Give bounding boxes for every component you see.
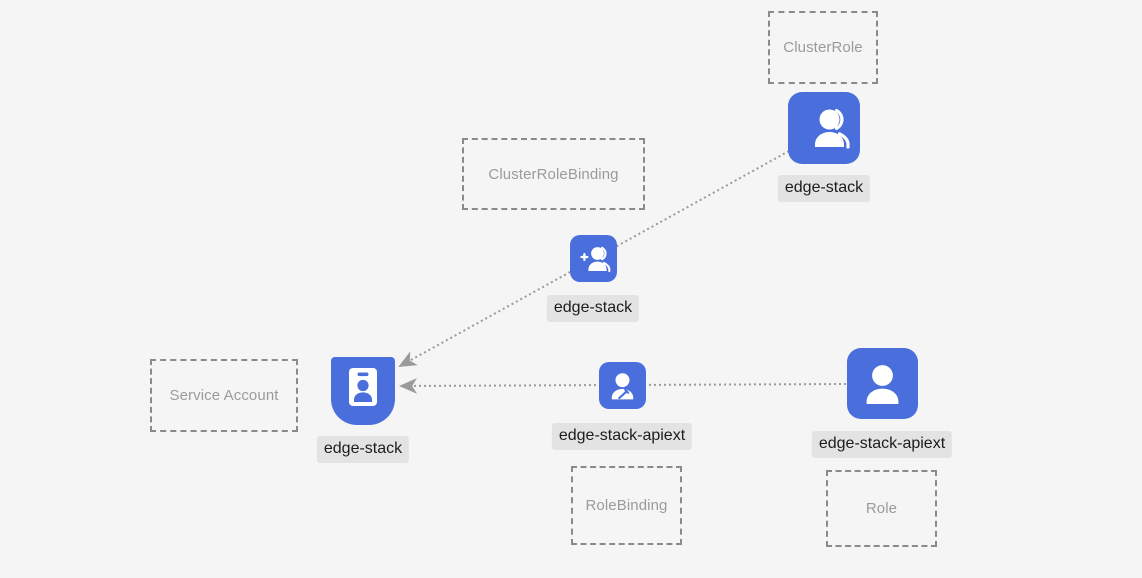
group-label-role: Role [865,500,898,517]
node-label-serviceaccount: edge-stack [316,436,410,463]
group-label-clusterrole: ClusterRole [783,39,863,56]
add-user-icon[interactable] [570,235,617,282]
group-box-serviceaccount: Service Account [150,359,298,432]
group-box-role: Role [826,470,937,547]
group-box-clusterrole: ClusterRole [768,11,878,84]
node-label-rolebinding: edge-stack-apiext [551,423,693,450]
user-edit-icon[interactable] [599,362,646,409]
group-box-clusterrolebinding: ClusterRoleBinding [462,138,645,210]
node-label-clusterrole: edge-stack [777,175,871,202]
group-label-clusterrolebinding: ClusterRoleBinding [488,165,619,183]
node-label-role: edge-stack-apiext [811,431,953,458]
user-icon[interactable] [847,348,918,419]
group-label-rolebinding: RoleBinding [585,497,668,514]
group-label-serviceaccount: Service Account [169,387,279,404]
group-users-icon[interactable] [788,92,860,164]
node-label-clusterrolebinding: edge-stack [546,295,640,322]
id-badge-icon[interactable] [331,357,395,425]
group-box-rolebinding: RoleBinding [571,466,682,545]
